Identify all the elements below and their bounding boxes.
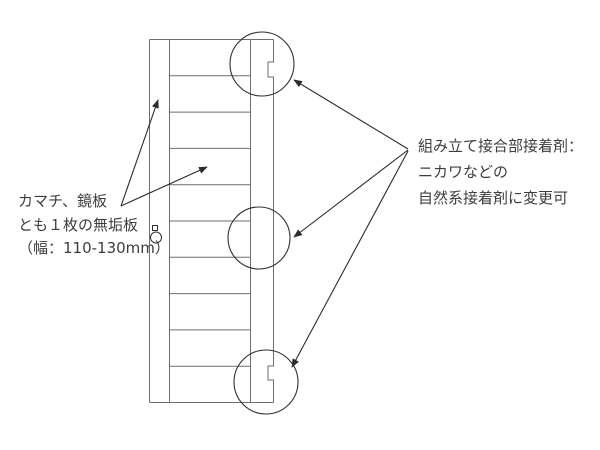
right-annotation-line-2: ニカワなどの [418, 163, 509, 181]
door-right-edge-with-notches [267, 39, 274, 403]
left-annotation-line-3: （幅：110-130mm） [18, 239, 170, 257]
arrow-to-panel [120, 166, 208, 207]
right-annotation-line-3: 自然系接着剤に変更可 [418, 189, 569, 207]
right-annotation-line-1: 組み立て接合部接着剤： [418, 137, 584, 155]
panel-rails [169, 75, 251, 367]
right-annotation: 組み立て接合部接着剤： ニカワなどの 自然系接着剤に変更可 [418, 133, 583, 211]
door-knob-icon [150, 225, 162, 244]
right-note-arrows [291, 79, 409, 368]
latch-square [152, 225, 158, 231]
left-annotation-line-1: カマチ、鏡板 [18, 192, 108, 210]
callout-circle-top [229, 31, 295, 97]
arrow-to-middle-joint [293, 149, 409, 238]
arrow-to-bottom-joint [291, 150, 409, 368]
callout-circles [227, 31, 299, 415]
knob-circle [150, 231, 162, 244]
arrow-to-left-stile [120, 99, 159, 207]
arrow-to-top-joint [293, 79, 409, 150]
callout-circle-bottom [233, 349, 299, 415]
left-note-arrows [120, 99, 208, 207]
callout-circle-middle [227, 206, 291, 270]
left-annotation-line-2: とも１枚の無垢板 [18, 215, 139, 234]
left-annotation: カマチ、鏡板 とも１枚の無垢板 （幅：110-130mm） [18, 190, 170, 261]
